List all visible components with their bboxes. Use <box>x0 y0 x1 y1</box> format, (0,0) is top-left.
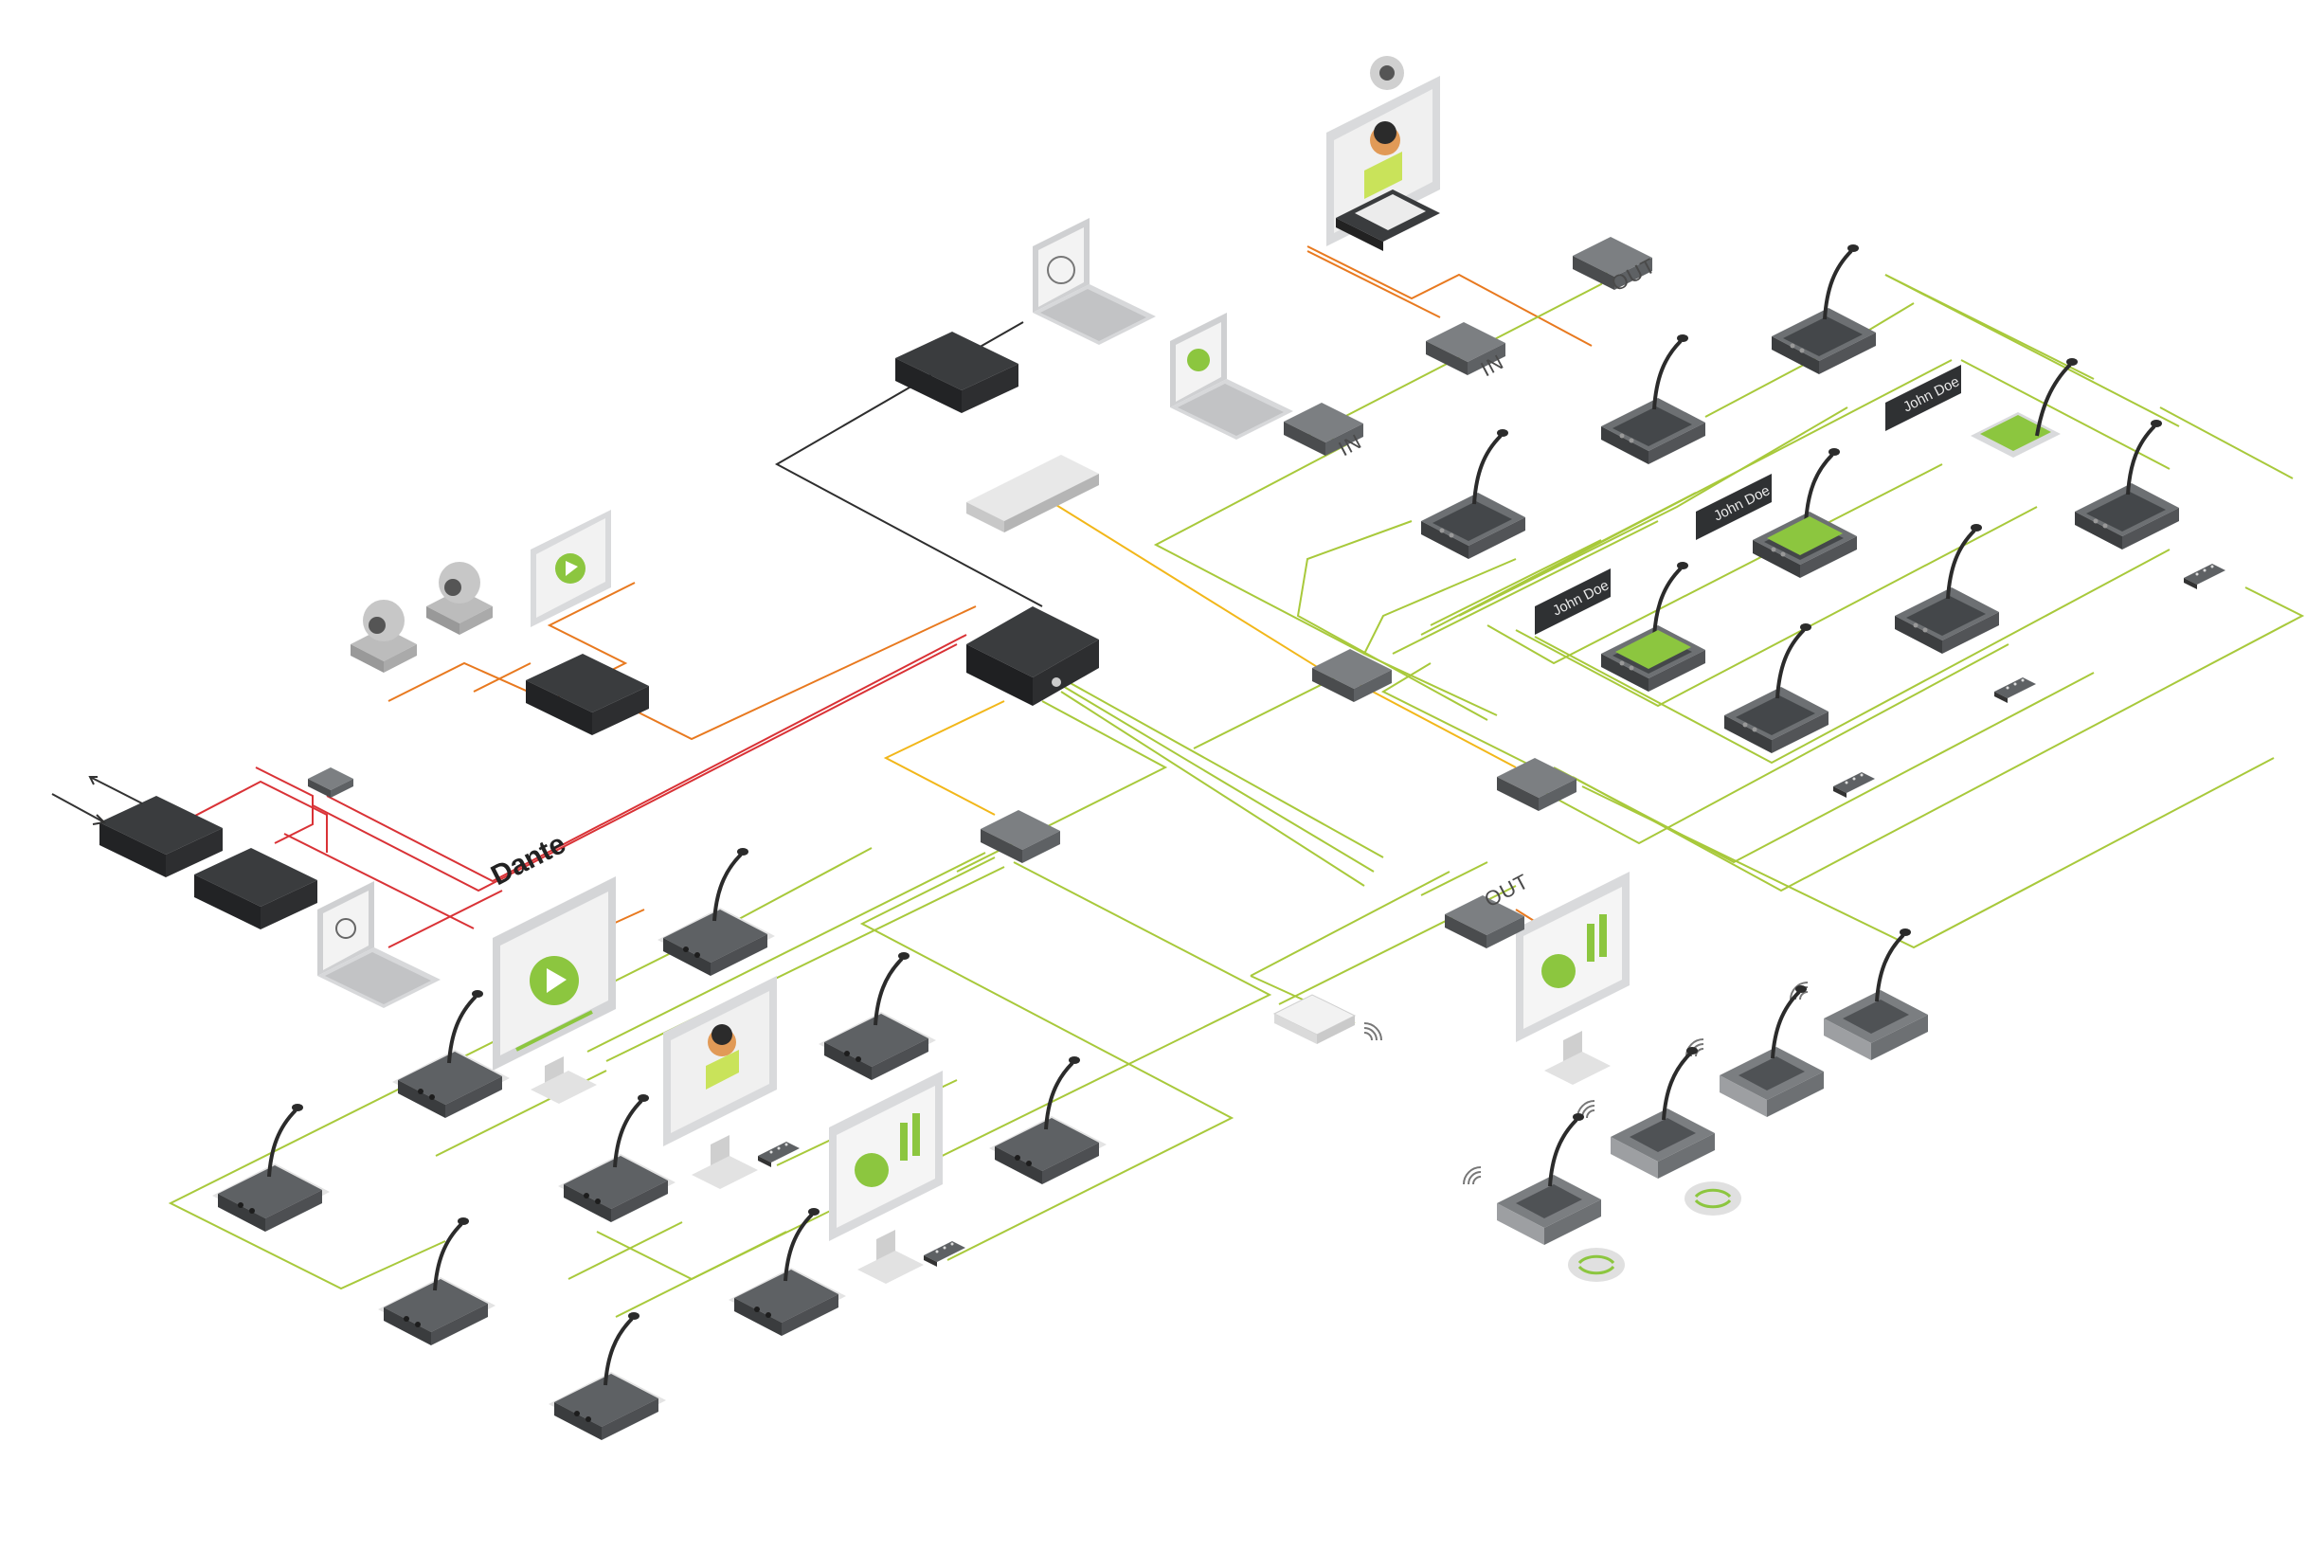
extension-strip <box>1833 772 1875 798</box>
ptz-camera-1 <box>351 600 417 673</box>
io-arrows <box>51 776 143 825</box>
converter-out-bottom <box>1445 895 1524 948</box>
central-unit <box>966 606 1099 706</box>
video-screen-small <box>531 510 611 627</box>
charging-disc <box>1568 1248 1625 1282</box>
video-switcher-box <box>526 654 649 735</box>
mic-unit <box>987 1054 1108 1186</box>
mic-touchscreen-unit <box>1599 560 1707 694</box>
extension-strip <box>2184 564 2225 589</box>
mic-unit <box>727 1206 848 1338</box>
nameplate: John Doe <box>1535 568 1612 635</box>
ptz-camera-2 <box>426 562 493 635</box>
wireless-mic-unit <box>1685 983 1826 1119</box>
laptop-presentation <box>1170 313 1293 440</box>
dante-device-box-1 <box>99 796 223 877</box>
control-pc-box <box>895 332 1018 413</box>
mic-unit <box>547 1310 668 1442</box>
mic-unit <box>556 1092 677 1224</box>
laptop-camera-control <box>1033 218 1156 345</box>
video-conference-station <box>1326 56 1440 251</box>
cable-dante-red <box>151 780 328 853</box>
mic-unit <box>376 1216 497 1347</box>
mic-unit <box>210 1102 332 1234</box>
video-monitor-person <box>663 976 777 1189</box>
cable-orange <box>1306 245 1593 347</box>
mic-touchscreen-unit <box>1751 446 1859 580</box>
extension-strip <box>1994 677 2036 703</box>
cable-yellow <box>1051 501 1327 674</box>
dante-device-box-2 <box>194 848 317 929</box>
network-hub-dante <box>308 767 353 798</box>
charging-disc <box>1684 1181 1741 1216</box>
data-monitor-right <box>1516 872 1630 1085</box>
wireless-mic-unit <box>1463 1111 1603 1247</box>
mic-unit <box>2073 418 2181 551</box>
mic-unit <box>1893 522 2001 656</box>
label-out-bottom: OUT <box>1481 869 1533 911</box>
wireless-access-point <box>1272 994 1382 1044</box>
mic-unit <box>390 988 512 1120</box>
rack-unit <box>966 455 1099 532</box>
mic-unit <box>656 846 777 978</box>
mic-unit <box>1419 427 1527 561</box>
mic-unit <box>1770 243 1878 376</box>
data-monitor-lower <box>829 1071 943 1284</box>
mic-unit <box>1599 333 1707 466</box>
mic-touchscreen-unit <box>1971 358 2078 458</box>
video-monitor-large <box>493 876 616 1104</box>
cable-dante-red <box>255 766 314 844</box>
cable-black <box>774 321 1043 607</box>
dante-label: Dante <box>486 828 570 892</box>
mic-unit <box>817 950 938 1082</box>
wireless-mic-unit <box>1790 927 1930 1062</box>
laptop-dante <box>317 881 441 1008</box>
nameplate: John Doe <box>1696 474 1773 540</box>
network-hub-left <box>981 810 1060 863</box>
cable-green <box>1051 672 1384 858</box>
dante-logo: Dante <box>486 828 570 892</box>
network-hub-center <box>1312 649 1392 702</box>
